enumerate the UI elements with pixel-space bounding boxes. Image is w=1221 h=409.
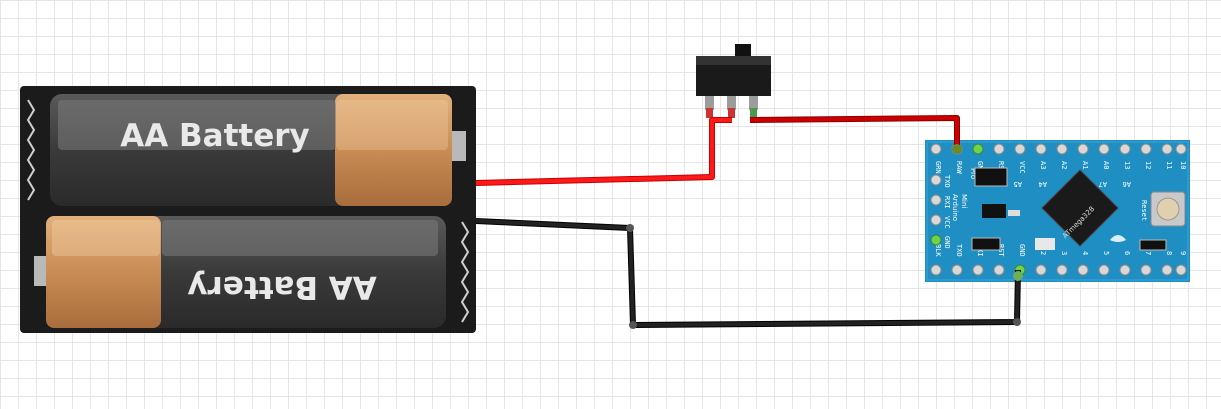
- battery-bottom-label: AA Battery: [187, 269, 376, 305]
- pin-label-a2: A2: [1060, 161, 1068, 169]
- pin-label-9: 9: [1179, 251, 1187, 255]
- pin-label-gnd: GND: [976, 161, 984, 174]
- pin-label-a6: A6: [1123, 180, 1131, 188]
- pin-label-10: 10: [1179, 161, 1187, 169]
- pin-label-raw: RAW: [955, 161, 963, 174]
- reset-label: Reset: [1140, 200, 1148, 221]
- pin-label-2: 2: [1039, 251, 1047, 255]
- pin-label-gnd-l: GND: [943, 236, 951, 249]
- left-pin-column: TXO RXI VCC GND: [930, 174, 951, 249]
- pin-label-6: 6: [1123, 251, 1131, 255]
- pin-label-13: 13: [1123, 161, 1131, 169]
- reset-button[interactable]: Reset: [1140, 191, 1186, 227]
- pin-label-txo-b: TXO: [955, 244, 963, 257]
- pin-label-a1: A1: [1081, 161, 1089, 169]
- pin-label-a7: A7: [1099, 180, 1107, 188]
- battery-top-label: AA Battery: [120, 118, 309, 154]
- pin-label-8: 8: [1165, 251, 1173, 255]
- pin-label-rst-b: RST: [997, 244, 1005, 257]
- pin-label-12: 12: [1144, 161, 1152, 169]
- battery-bottom-copper-cap: [46, 216, 161, 328]
- pin-label-a0: A0: [1102, 161, 1110, 169]
- battery-spring-left: [26, 99, 36, 201]
- pin-label-a3: A3: [1039, 161, 1047, 169]
- pin-label-a5: A5: [1014, 180, 1022, 188]
- atmega-chip: ATmega328: [1041, 169, 1119, 247]
- arduino-pro-mini[interactable]: GRN RAW GND RST VCC A3 A2 A1 A0 13 12 11…: [925, 140, 1190, 282]
- battery-pack[interactable]: AA Battery AA Battery: [20, 86, 476, 333]
- pin-label-3: 3: [1060, 251, 1068, 255]
- slide-switch[interactable]: [696, 44, 771, 118]
- ground-wire[interactable]: [475, 218, 1023, 329]
- board-name-line-3: Pro: [969, 168, 977, 179]
- switch-pin-1: [705, 96, 714, 110]
- pin-label-5: 5: [1102, 251, 1110, 255]
- battery-spring-right: [460, 221, 470, 323]
- pin-label-blk: BLK: [934, 244, 942, 257]
- board-name-line-1: Arduino: [951, 194, 959, 221]
- positive-wire-endpoint: [952, 144, 962, 154]
- positive-wire[interactable]: [475, 115, 962, 186]
- led: [1035, 238, 1055, 250]
- small-chip: [982, 204, 1006, 218]
- ground-wire-endpoint: [1013, 271, 1023, 281]
- pin-label-7: 7: [1144, 251, 1152, 255]
- pin-label-grn: GRN: [934, 161, 942, 174]
- pin-label-a4: A4: [1039, 180, 1047, 188]
- battery-top-copper-cap: [335, 94, 452, 206]
- pin-label-rxi-l: RXI: [943, 196, 951, 209]
- battery-top-terminal: [452, 131, 466, 161]
- battery-bottom-terminal: [34, 256, 46, 286]
- battery-cell-bottom: AA Battery: [34, 216, 446, 328]
- bottom-pin-row: [930, 264, 1187, 276]
- logo-icon: [1110, 235, 1126, 242]
- board-name-line-2: Mini: [960, 194, 968, 208]
- pin-label-gnd-b: GND: [1018, 244, 1026, 257]
- pin-label-4: 4: [1081, 251, 1089, 255]
- switch-pin-3: [749, 96, 758, 110]
- pin-label-txo-l: TXO: [943, 175, 951, 188]
- pin-label-vcc: VCC: [1018, 161, 1026, 174]
- board-name: Arduino Mini Pro: [951, 168, 977, 221]
- switch-pin-2: [727, 96, 736, 110]
- regulator-chip: [974, 167, 1008, 187]
- battery-cell-top: AA Battery: [50, 94, 466, 206]
- crystal: [971, 237, 1001, 251]
- pin-label-11: 11: [1165, 161, 1173, 169]
- pin-label-vcc-l: VCC: [943, 216, 951, 229]
